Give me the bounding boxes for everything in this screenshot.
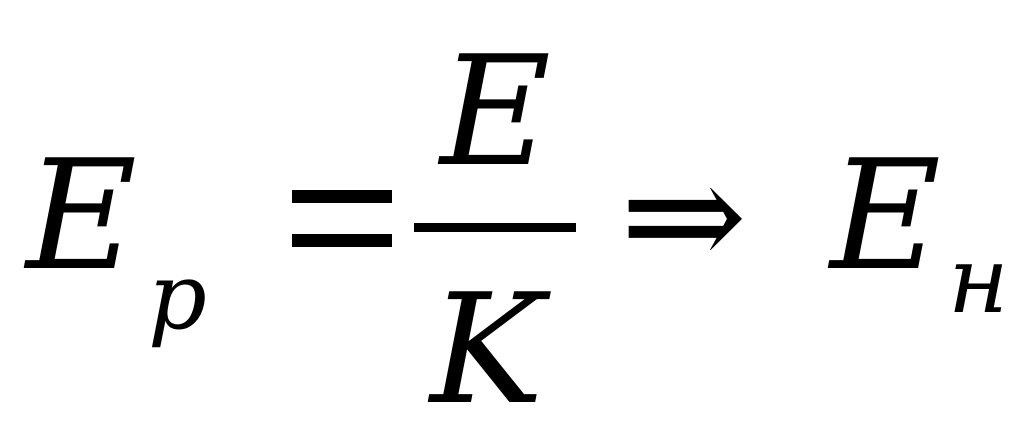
fraction-numerator: E (437, 23, 551, 200)
rhs-base-symbol: E (827, 127, 941, 304)
implies-arrow: ⇒ (620, 127, 747, 304)
equals-sign (292, 190, 392, 247)
rhs-subscript: н (948, 227, 1009, 334)
fraction-bar (414, 223, 576, 232)
lhs-base-symbol: E (23, 127, 137, 304)
lhs-subscript: p (148, 243, 207, 350)
fraction-denominator: K (427, 261, 551, 438)
fraction: E K (414, 23, 576, 438)
